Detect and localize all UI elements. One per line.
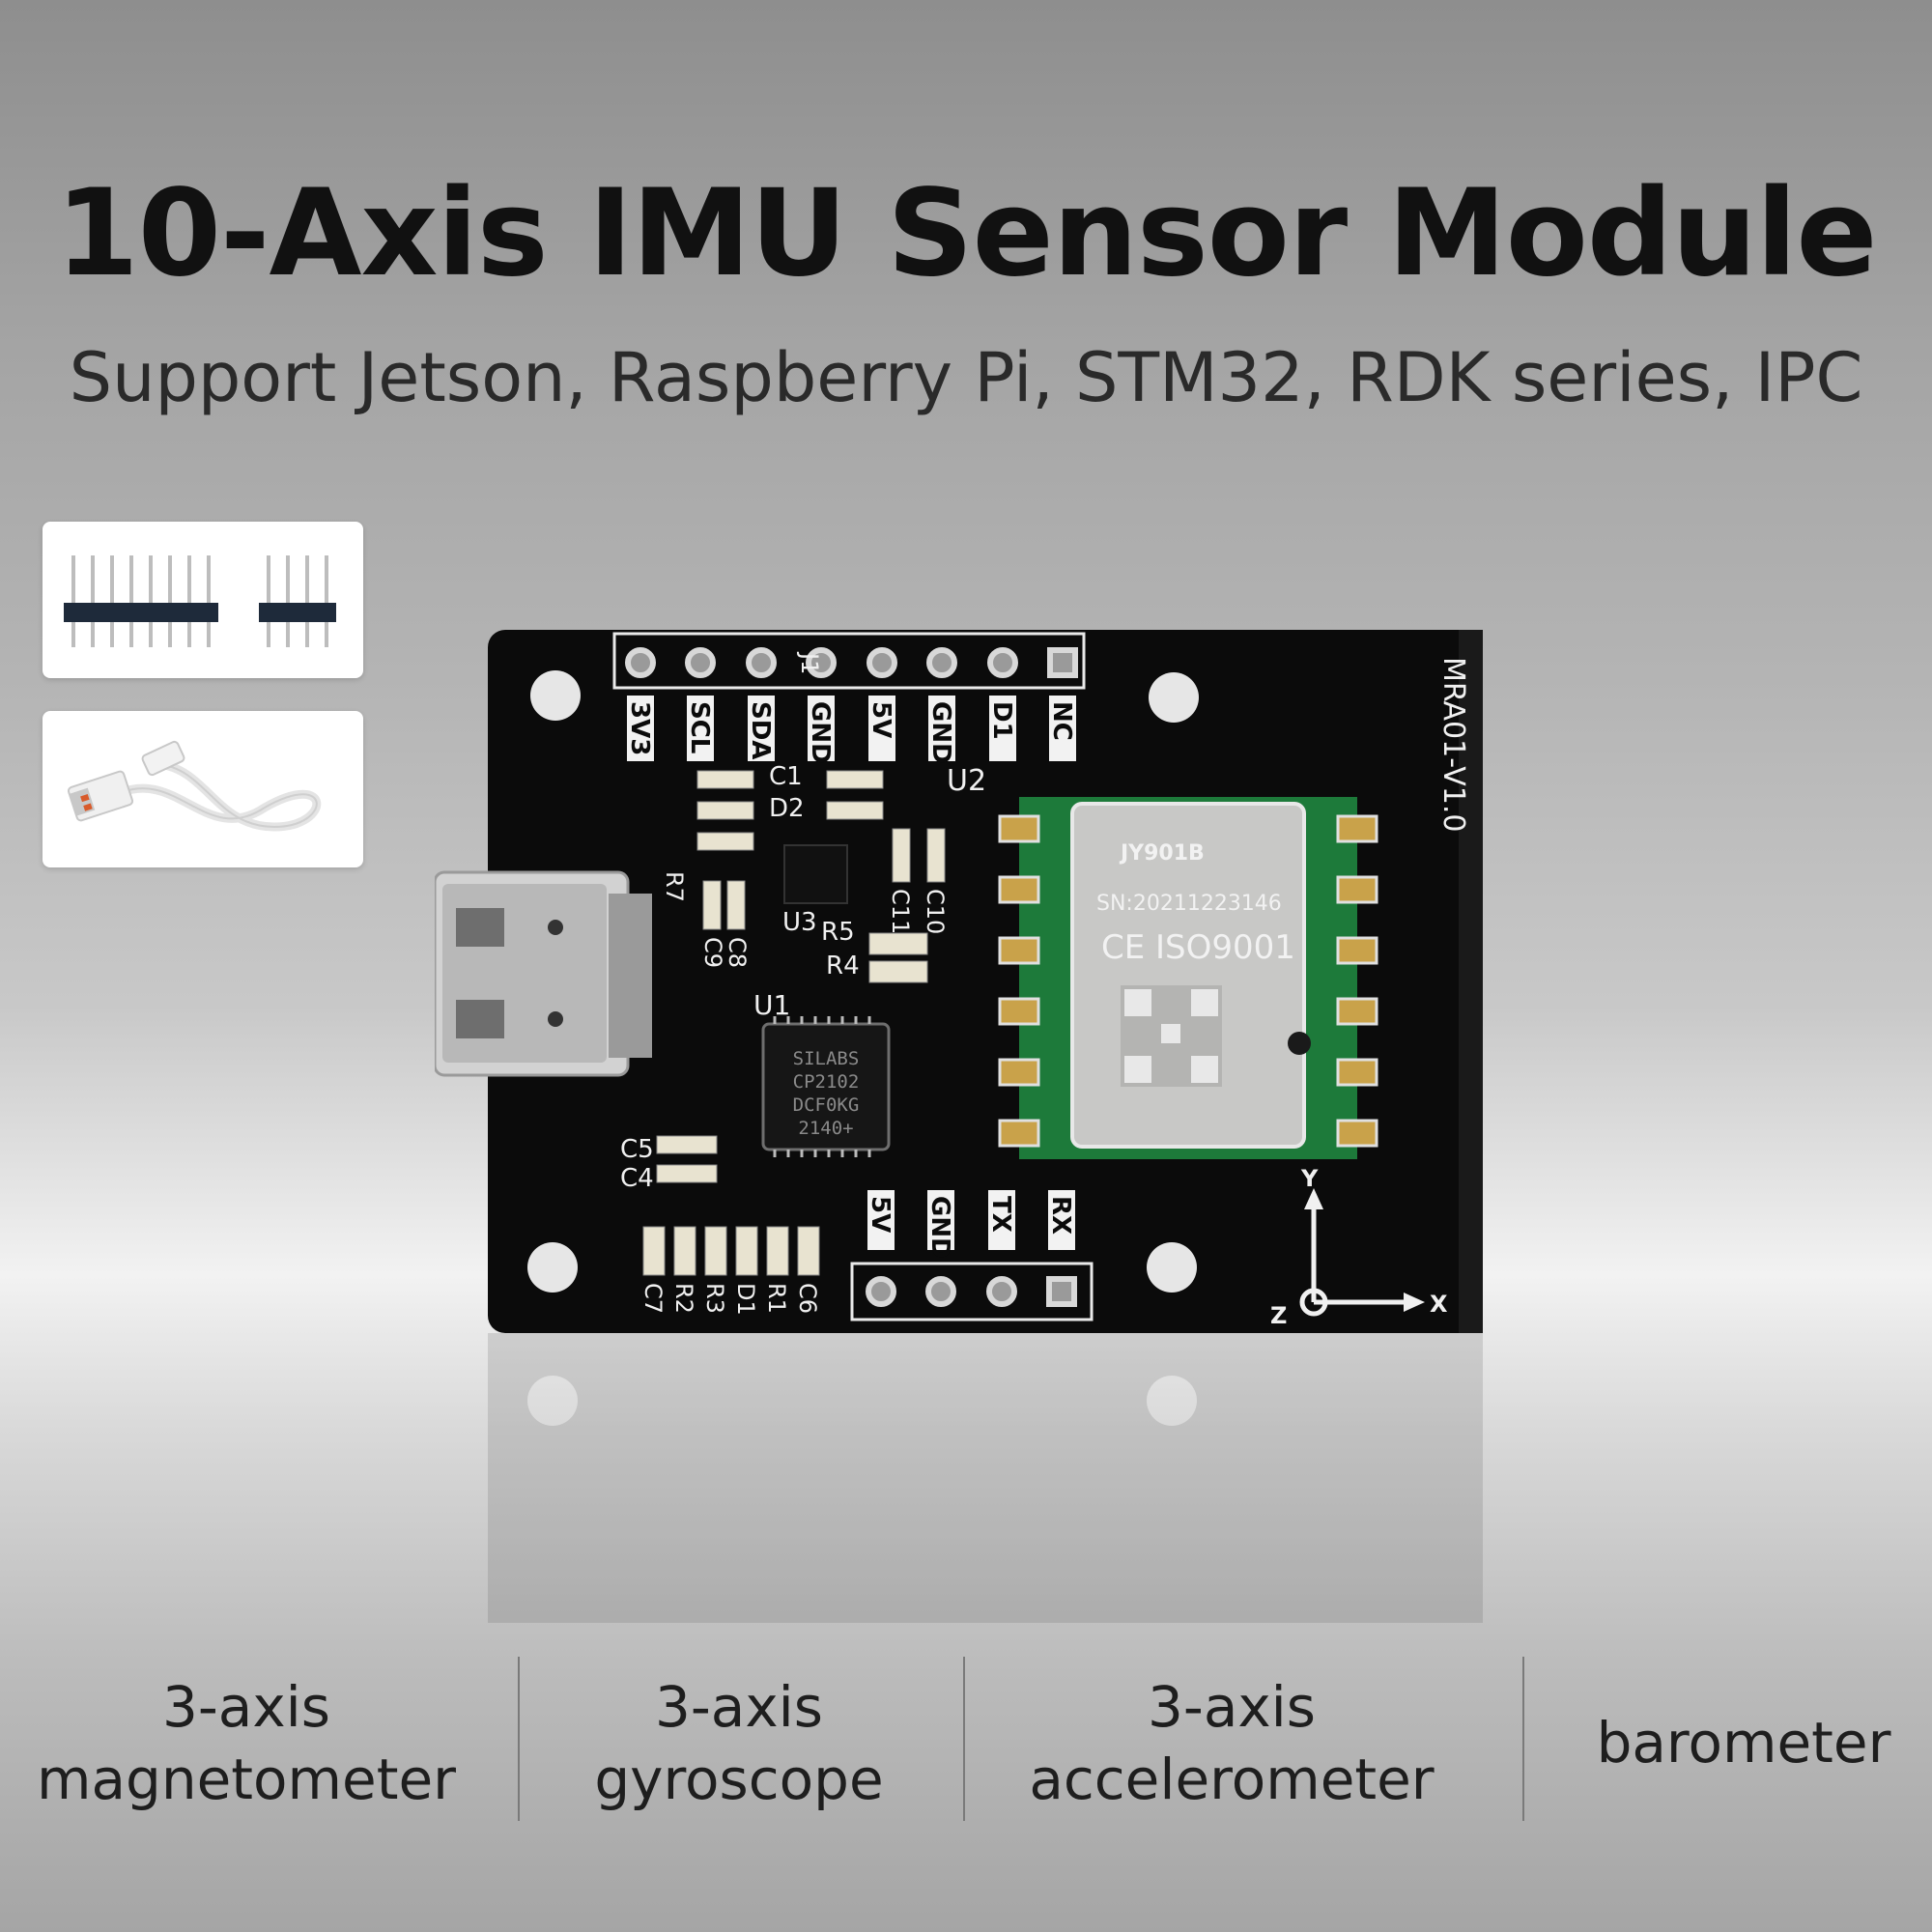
label-r2: R2 [670, 1283, 697, 1314]
axis-x-label: X [1430, 1291, 1448, 1318]
label-c1: C1 [769, 762, 803, 791]
top-pin-label-3: SDA [746, 701, 775, 759]
feature-divider-2 [963, 1657, 965, 1821]
usb-serial-chip: SILABS CP2102 DCF0KG 2140+ [761, 1016, 891, 1157]
feature-divider-1 [518, 1657, 520, 1821]
module-brand: JY901B [1119, 841, 1205, 866]
imu-pcb-board: SILABS CP2102 DCF0KG 2140+ JY901B SN:202… [435, 630, 1483, 1333]
top-pin-label-5: 5V [867, 701, 895, 738]
feature-list: 3-axis magnetometer 3-axis gyroscope 3-a… [0, 1657, 1932, 1831]
top-pin-label-8: NC [1047, 701, 1076, 741]
module-cert: CE ISO9001 [1101, 928, 1295, 967]
label-c6: C6 [794, 1283, 821, 1314]
accessory-pin-headers-card [43, 522, 363, 678]
feature-barometer: barometer [1596, 1710, 1891, 1776]
feature-gyroscope: 3-axis gyroscope [594, 1673, 884, 1812]
feature-magnetometer: 3-axis magnetometer [37, 1673, 456, 1812]
feature-divider-3 [1522, 1657, 1524, 1821]
label-r4: R4 [826, 952, 860, 980]
chip-line-3: DCF0KG [793, 1094, 860, 1116]
label-j1: J1 [796, 651, 823, 674]
pin-headers-icon [64, 555, 336, 647]
label-u3: U3 [782, 908, 817, 937]
bottom-pin-label-4: RX [1046, 1196, 1075, 1235]
label-c10: C10 [922, 889, 949, 934]
label-r1: R1 [763, 1283, 790, 1314]
mount-hole-bottom-left [527, 1242, 578, 1293]
label-r7: R7 [661, 871, 688, 902]
qr-code-icon [1121, 985, 1222, 1087]
label-c7: C7 [639, 1283, 667, 1314]
bottom-pin-label-2: GND [925, 1196, 954, 1259]
usb-cable-icon [67, 740, 322, 832]
label-r3: R3 [701, 1283, 728, 1314]
axis-y-label: Y [1300, 1165, 1319, 1192]
module-serial: SN:20211223146 [1096, 892, 1282, 916]
bottom-pin-label-3: TX [986, 1196, 1015, 1233]
accessory-usb-cable-card [43, 711, 363, 867]
label-c9: C9 [699, 937, 726, 968]
label-c5: C5 [620, 1135, 654, 1164]
chip-line-4: 2140+ [798, 1118, 853, 1139]
label-d2: D2 [769, 794, 805, 823]
board-reflection [435, 1333, 1507, 1623]
mount-hole-bottom-right [1147, 1242, 1197, 1293]
bottom-pin-label-1: 5V [866, 1196, 895, 1233]
mount-hole-top-right [1149, 672, 1199, 723]
label-c8: C8 [724, 937, 751, 968]
feature-accelerometer: 3-axis accelerometer [1029, 1673, 1435, 1812]
chip-line-1: SILABS [793, 1048, 860, 1069]
label-c4: C4 [620, 1164, 654, 1193]
axis-diagram [1299, 1198, 1415, 1317]
chip-ref-u1: U1 [753, 989, 790, 1021]
board-version-label: MRA01-V1.0 [1436, 657, 1470, 833]
label-r5: R5 [821, 918, 855, 947]
chip-line-2: CP2102 [793, 1071, 860, 1093]
label-c11: C11 [887, 889, 914, 934]
label-d1: D1 [732, 1283, 759, 1316]
page-title: 10-Axis IMU Sensor Module [55, 164, 1877, 303]
jy901b-module: JY901B SN:20211223146 CE ISO9001 [998, 797, 1378, 1159]
axis-z-label: Z [1270, 1302, 1287, 1329]
top-pin-label-1: 3V3 [625, 701, 654, 755]
top-pin-label-2: SCL [685, 701, 714, 753]
top-pin-label-6: GND [926, 701, 955, 764]
usb-c-port [435, 870, 652, 1077]
label-u2: U2 [947, 764, 986, 798]
page-subtitle: Support Jetson, Raspberry Pi, STM32, RDK… [69, 338, 1863, 417]
top-pin-label-4: GND [806, 701, 835, 764]
mount-hole-top-left [530, 670, 581, 721]
top-pin-label-7: D1 [987, 701, 1016, 740]
